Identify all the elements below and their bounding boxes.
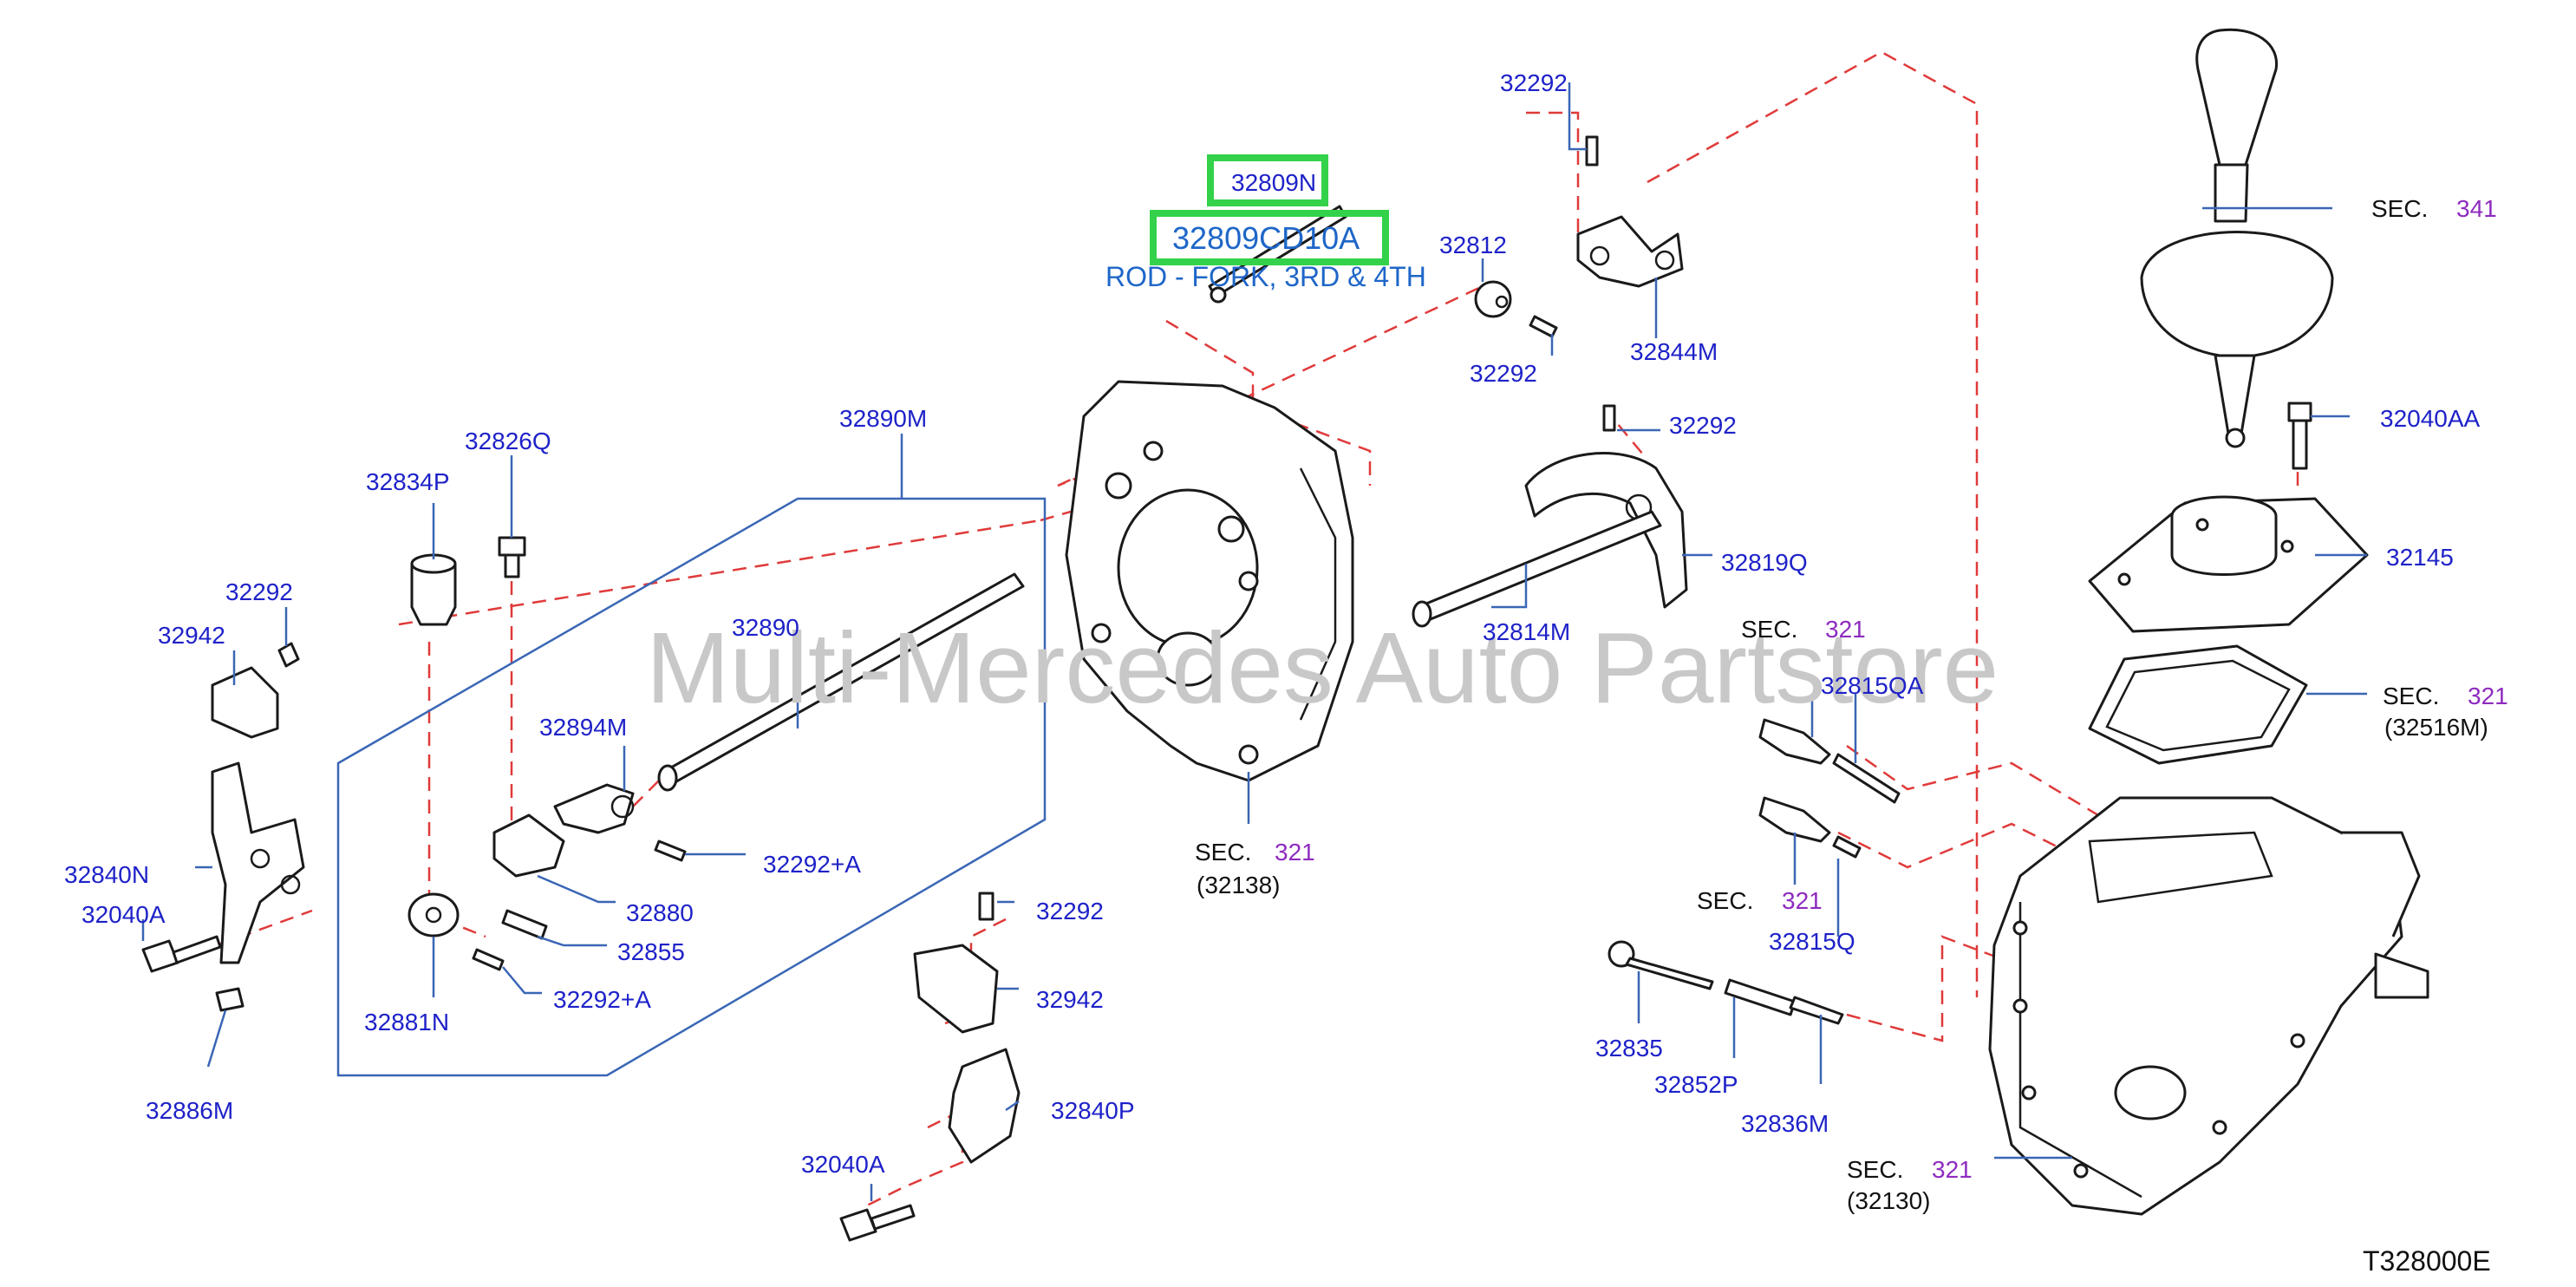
label-32834p[interactable]: 32834P [366, 468, 450, 495]
part-32844m [1576, 215, 1684, 288]
label-32812[interactable]: 32812 [1439, 232, 1507, 258]
part-32942-left [211, 666, 279, 739]
part-32942-lower [913, 944, 999, 1034]
svg-text:321: 321 [1825, 616, 1866, 643]
section-references: SEC. 341 SEC. 321 SEC. 321 (32516M) SEC.… [1195, 195, 2508, 1214]
svg-text:(32516M): (32516M) [2384, 714, 2488, 741]
diagram-code: T328000E [2363, 1245, 2491, 1277]
label-32890m[interactable]: 32890M [839, 405, 927, 432]
label-32890[interactable]: 32890 [732, 614, 799, 641]
shift-rod-32890-part [657, 572, 1025, 792]
sec-321-case[interactable]: SEC. 321 (32130) [1847, 1156, 1973, 1214]
label-32815q[interactable]: 32815Q [1769, 928, 1855, 955]
highlight-code-large[interactable]: 32809CD10A [1172, 220, 1360, 256]
detent-parts [1758, 718, 1901, 859]
watermark-text: Multi-Mercedes Auto Partstore [646, 611, 1999, 724]
svg-text:321: 321 [1932, 1156, 1973, 1183]
svg-text:SEC.: SEC. [1195, 839, 1251, 866]
svg-text:SEC.: SEC. [2371, 195, 2428, 222]
part-32834p [410, 553, 457, 626]
part-32886m [215, 987, 245, 1012]
sec-341[interactable]: SEC. 341 [2371, 195, 2497, 222]
pin-32292a [472, 839, 687, 971]
label-32852p[interactable]: 32852P [1654, 1071, 1738, 1098]
svg-text:SEC.: SEC. [1741, 616, 1797, 643]
part-32812 [1474, 280, 1512, 318]
part-32894m [553, 783, 635, 834]
label-32815qa[interactable]: 32815QA [1821, 672, 1924, 699]
part-32840n [211, 761, 305, 964]
label-32881n[interactable]: 32881N [364, 1009, 449, 1035]
label-32826q[interactable]: 32826Q [465, 428, 551, 454]
part-32881n [408, 892, 460, 937]
svg-text:341: 341 [2456, 195, 2497, 222]
label-32894m[interactable]: 32894M [539, 714, 627, 741]
shift-fork-part [1412, 452, 1688, 628]
label-32855[interactable]: 32855 [617, 938, 685, 965]
label-32292-b[interactable]: 32292 [1470, 360, 1537, 387]
label-32880[interactable]: 32880 [626, 899, 694, 926]
part-32840p [948, 1048, 1021, 1164]
bolt-32040aa-part [2287, 402, 2312, 470]
label-32886m[interactable]: 32886M [146, 1097, 233, 1124]
highlight-box-large [1150, 210, 1389, 265]
label-32840n[interactable]: 32840N [64, 861, 149, 888]
svg-text:SEC.: SEC. [1847, 1156, 1903, 1183]
bolt-32040a-left [141, 935, 222, 973]
label-32292-e[interactable]: 32292 [1669, 412, 1737, 439]
label-32819q[interactable]: 32819Q [1721, 549, 1808, 576]
sec-321-upper[interactable]: SEC. 321 [1741, 616, 1866, 643]
label-32292-c[interactable]: 32292 [225, 578, 293, 605]
gasket-part [2088, 644, 2308, 765]
svg-text:SEC.: SEC. [1697, 887, 1753, 914]
label-32844m[interactable]: 32844M [1630, 338, 1718, 365]
label-32942-lower[interactable]: 32942 [1036, 986, 1104, 1013]
label-32292a-right[interactable]: 32292+A [763, 851, 861, 878]
detent-spring-parts [1608, 940, 1844, 1025]
part-32880 [492, 813, 565, 878]
label-32292-d[interactable]: 32292 [1036, 898, 1104, 924]
shift-lever-part [2140, 28, 2334, 448]
part-labels: 32292 32812 32292 32844M 32890M 32826Q 3… [64, 69, 2481, 1178]
rod-group-bracket [336, 434, 1047, 1077]
spring-32855 [501, 909, 548, 940]
sec-321-housing[interactable]: SEC. 321 (32138) [1195, 839, 1315, 898]
sec-321-gasket[interactable]: SEC. 321 (32516M) [2383, 683, 2508, 741]
svg-text:321: 321 [2468, 683, 2508, 709]
leader-lines [141, 82, 2367, 1201]
highlight-code-small[interactable]: 32809N [1231, 169, 1316, 196]
highlight-boxes [1150, 154, 1389, 265]
label-32814m[interactable]: 32814M [1483, 618, 1570, 645]
center-housing-part [1065, 380, 1354, 782]
transmission-case-part [1988, 796, 2429, 1216]
highlight-description: ROD - FORK, 3RD & 4TH [1105, 261, 1426, 292]
svg-text:(32138): (32138) [1197, 872, 1281, 898]
label-32836m[interactable]: 32836M [1741, 1110, 1829, 1137]
svg-text:SEC.: SEC. [2383, 683, 2439, 709]
label-32840p[interactable]: 32840P [1051, 1097, 1135, 1124]
pins-32292 [277, 135, 1616, 921]
label-32040a-left[interactable]: 32040A [82, 901, 166, 928]
label-32942-left[interactable]: 32942 [158, 622, 225, 649]
bolt-32040a-lower [839, 1204, 916, 1242]
label-32040aa[interactable]: 32040AA [2380, 405, 2481, 432]
cover-plate-part [2088, 495, 2369, 633]
highlight-box-small [1207, 154, 1328, 206]
label-32835[interactable]: 32835 [1595, 1035, 1663, 1062]
sec-321-detent[interactable]: SEC. 321 [1697, 887, 1823, 914]
label-32292a-lower[interactable]: 32292+A [553, 986, 651, 1013]
label-32145[interactable]: 32145 [2386, 544, 2454, 571]
label-32040a-lower[interactable]: 32040A [801, 1151, 885, 1178]
label-32292-top[interactable]: 32292 [1500, 69, 1568, 96]
svg-text:321: 321 [1275, 839, 1315, 866]
svg-text:321: 321 [1782, 887, 1823, 914]
svg-text:(32130): (32130) [1847, 1187, 1931, 1214]
bolt-32826q-part [498, 536, 526, 578]
